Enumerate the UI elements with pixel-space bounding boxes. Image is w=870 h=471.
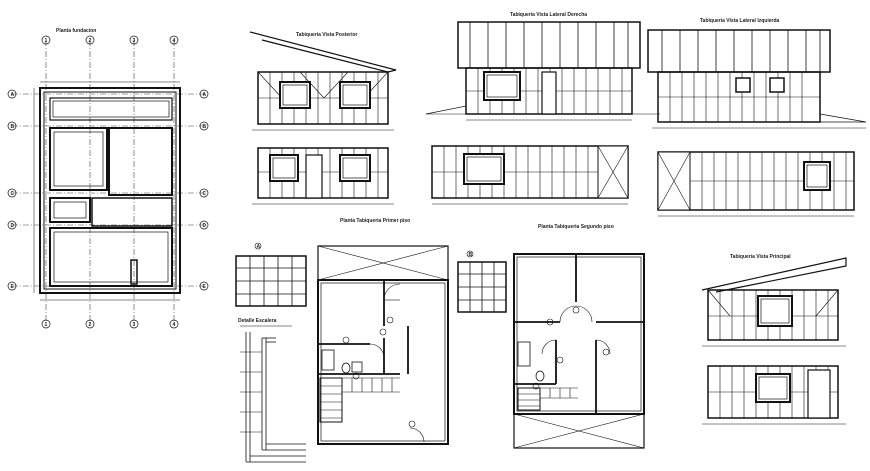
- elevation-left-lower: [657, 151, 855, 217]
- axis-top-4: 4: [173, 38, 176, 44]
- axis-bottom-4: 4: [173, 322, 176, 328]
- elevation-right-title: Tabiqueria Vista Lateral Derecha: [510, 12, 587, 18]
- axis-top-2: 2: [89, 38, 92, 44]
- axis-right-a: A: [203, 92, 207, 98]
- axis-right-b: B: [203, 124, 207, 130]
- stair-detail-title: Detalle Escalera: [238, 318, 277, 324]
- elevation-rear-lower: [252, 147, 394, 205]
- elevation-rear: Tabiqueria Vista Posterior: [249, 31, 397, 131]
- axis-bottom-1: 1: [45, 322, 48, 328]
- axis-bottom-2: 2: [89, 322, 92, 328]
- elevation-main-lower: [702, 365, 846, 425]
- elevation-right-side: Tabiqueria Vista Lateral Derecha: [425, 12, 660, 121]
- elevation-right-lower: [431, 145, 629, 205]
- foundation-plan-title: Planta fundacion: [56, 28, 96, 34]
- axis-left-c: C: [11, 191, 15, 197]
- elevation-left-side: Tabiqueria Vista Lateral Izquierda: [647, 18, 867, 129]
- axis-top-1: 1: [45, 38, 48, 44]
- foundation-plan: Planta fundacion: [7, 28, 209, 329]
- panel-mark-a: A: [257, 244, 261, 250]
- axis-top-3: 3: [133, 38, 136, 44]
- stair-detail: Detalle Escalera: [238, 318, 306, 463]
- elevation-main-title: Tabiqueria Vista Principal: [730, 254, 791, 260]
- second-floor-title: Planta Tabiqueria Segundo piso: [538, 224, 614, 230]
- axis-left-a: A: [11, 92, 15, 98]
- panel-grid-b: B: [457, 250, 507, 313]
- axis-right-c: C: [203, 191, 207, 197]
- axis-bottom-3: 3: [133, 322, 136, 328]
- axis-right-e: E: [203, 284, 207, 290]
- second-floor-plan: Planta Tabiqueria Segundo piso: [513, 224, 645, 449]
- first-floor-plan: Planta Tabiqueria Primer piso: [317, 218, 449, 445]
- panel-mark-b: B: [469, 252, 473, 258]
- axis-left-e: E: [11, 284, 15, 290]
- elevation-rear-title: Tabiqueria Vista Posterior: [296, 32, 358, 38]
- axis-left-b: B: [11, 124, 15, 130]
- first-floor-title: Planta Tabiqueria Primer piso: [340, 218, 410, 224]
- axis-right-d: D: [203, 223, 207, 229]
- elevation-main: Tabiqueria Vista Principal: [701, 254, 847, 347]
- axis-left-d: D: [11, 223, 15, 229]
- elevation-left-title: Tabiqueria Vista Lateral Izquierda: [700, 18, 780, 24]
- panel-grid-a: A: [235, 242, 307, 307]
